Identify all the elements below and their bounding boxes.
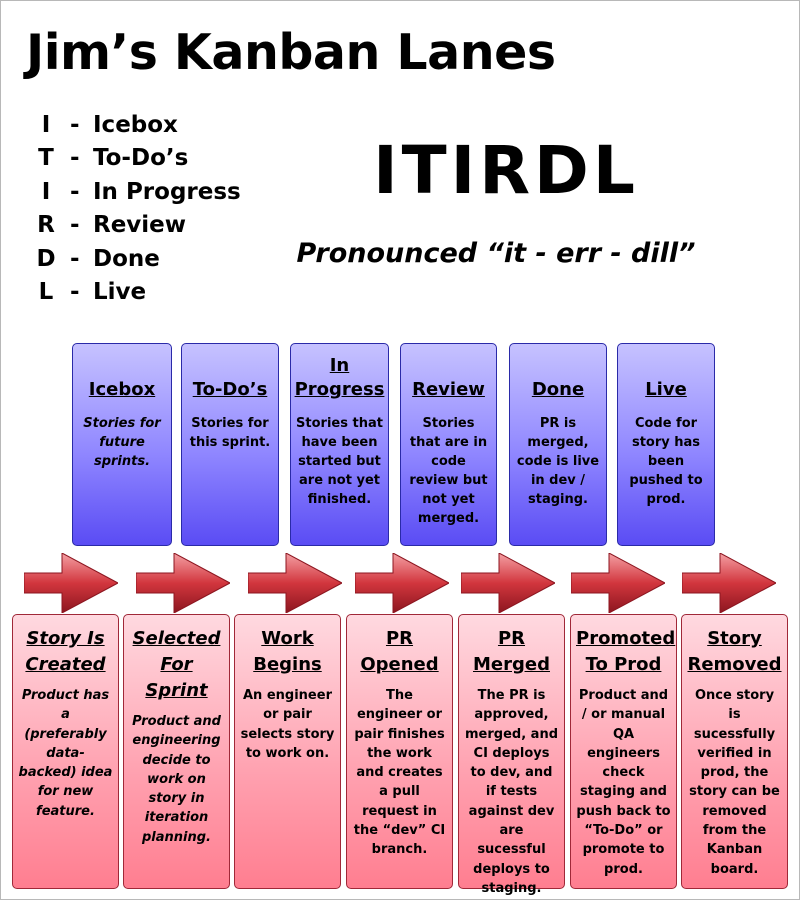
legend-word: Icebox <box>93 112 178 138</box>
event-story-removed: Story Removed Once story is sucessfully … <box>681 614 788 889</box>
legend-dash: - <box>70 178 80 205</box>
event-title: PR Merged <box>473 628 550 675</box>
event-work-begins: Work Begins An engineer or pair selects … <box>234 614 341 889</box>
lane-description: Stories that are in code review but not … <box>409 416 488 526</box>
lane-description: PR is merged, code is live in dev / stag… <box>516 416 600 507</box>
event-description: Product and engineering decide to work o… <box>132 714 221 845</box>
legend-letter: I <box>41 178 51 205</box>
event-title: Selected For Sprint <box>132 628 221 701</box>
lane-in-progress: In Progress Stories that have been start… <box>290 343 389 546</box>
lane-description: Stories that have been started but are n… <box>296 416 383 507</box>
event-description: Product and / or manual QA engineers che… <box>576 688 671 877</box>
arrow-right-icon <box>24 553 118 613</box>
lane-todos: To-Do’s Stories for this sprint. <box>181 343 279 546</box>
event-description: Product has a (preferably data-backed) i… <box>18 688 113 819</box>
lane-description: Stories for future sprints. <box>83 416 161 469</box>
pronunciation: Pronounced “it - err - dill” <box>296 238 696 269</box>
diagram-title: Jim’s Kanban Lanes <box>26 24 556 81</box>
legend-word: To-Do’s <box>93 145 189 172</box>
legend-word: In Progress <box>93 178 241 205</box>
event-title: Story Removed <box>687 628 782 675</box>
lane-description: Stories for this sprint. <box>189 416 271 450</box>
legend-letter: T <box>38 145 54 172</box>
event-pr-opened: PR Opened The engineer or pair finishes … <box>346 614 453 889</box>
event-selected-for-sprint: Selected For Sprint Product and engineer… <box>123 614 230 889</box>
lane-icebox: Icebox Stories for future sprints. <box>72 343 172 546</box>
acronym: ITIRDL <box>373 132 639 209</box>
lane-title: In Progress <box>294 355 385 400</box>
arrow-right-icon <box>461 553 555 613</box>
arrow-right-icon <box>136 553 230 613</box>
legend-letter: D <box>36 245 56 272</box>
event-title: PR Opened <box>360 628 439 675</box>
legend-dash: - <box>70 145 80 172</box>
event-story-created: Story Is Created Product has a (preferab… <box>12 614 119 889</box>
event-pr-merged: PR Merged The PR is approved, merged, an… <box>458 614 565 896</box>
legend-dash: - <box>70 112 80 138</box>
lane-title: Live <box>645 379 687 400</box>
legend-letter: L <box>38 278 54 305</box>
lane-title: Icebox <box>88 379 156 400</box>
event-title: Story Is Created <box>25 628 106 675</box>
lane-live: Live Code for story has been pushed to p… <box>617 343 715 546</box>
legend-letter: I <box>41 112 51 138</box>
lane-review: Review Stories that are in code review b… <box>400 343 497 546</box>
event-description: The PR is approved, merged, and CI deplo… <box>465 688 558 896</box>
legend-dash: - <box>70 212 80 239</box>
arrow-right-icon <box>571 553 665 613</box>
legend-word: Live <box>93 278 147 305</box>
arrow-right-icon <box>355 553 449 613</box>
lane-done: Done PR is merged, code is live in dev /… <box>509 343 607 546</box>
event-title: Work Begins <box>253 628 322 675</box>
arrow-right-icon <box>682 553 776 613</box>
legend-letter: R <box>37 212 55 239</box>
event-description: The engineer or pair finishes the work a… <box>353 688 446 858</box>
event-description: An engineer or pair selects story to wor… <box>240 688 335 761</box>
legend-dash: - <box>70 245 80 272</box>
lane-title: To-Do’s <box>192 379 268 400</box>
legend-word: Review <box>93 212 187 239</box>
event-title: Promoted To Prod <box>576 628 676 675</box>
legend-word: Done <box>93 245 160 272</box>
arrow-right-icon <box>248 553 342 613</box>
lane-title: Review <box>412 379 485 400</box>
event-description: Once story is sucessfully verified in pr… <box>689 688 780 877</box>
legend-dash: - <box>70 278 80 305</box>
event-promoted-to-prod: Promoted To Prod Product and / or manual… <box>570 614 677 889</box>
lane-description: Code for story has been pushed to prod. <box>629 416 703 507</box>
lane-title: Done <box>531 379 585 400</box>
